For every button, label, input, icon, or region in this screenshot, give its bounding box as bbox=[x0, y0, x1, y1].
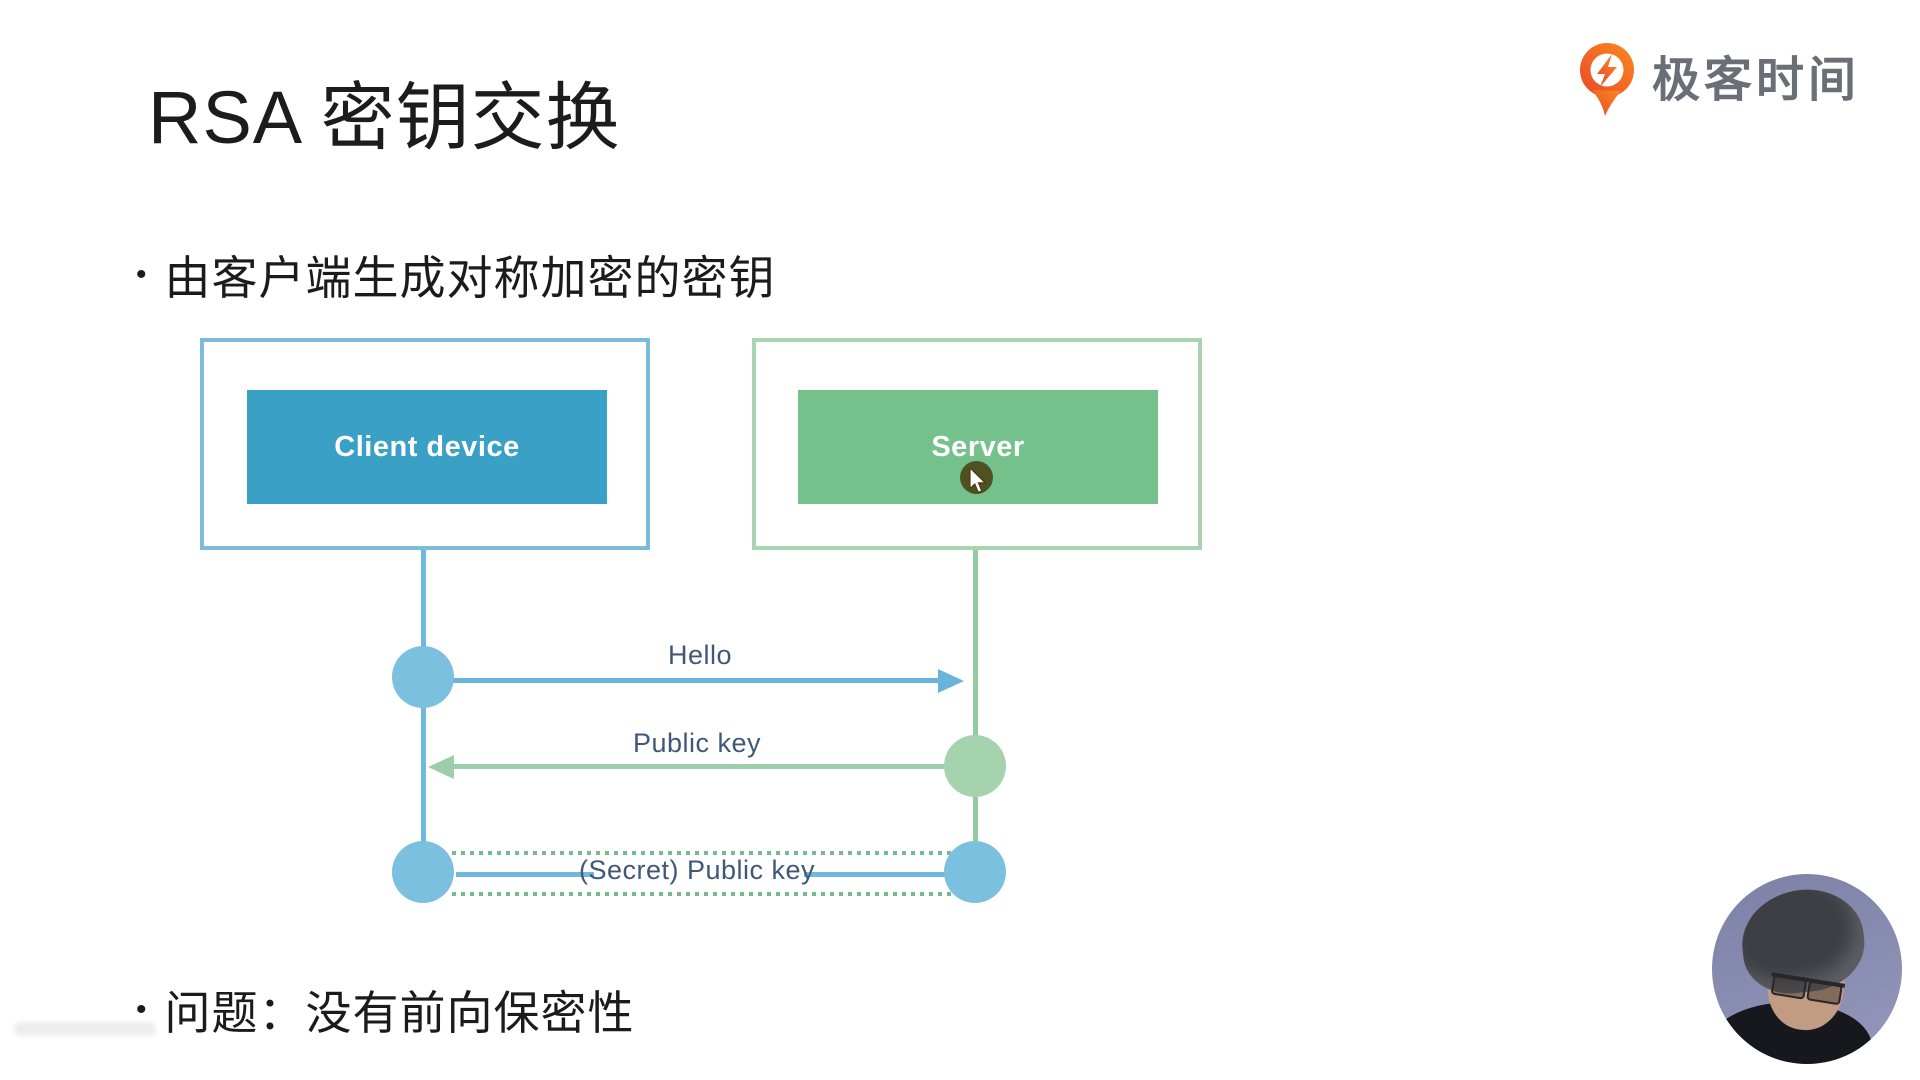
brand-logo: 极客时间 bbox=[1578, 42, 1860, 120]
client-box: Client device bbox=[247, 390, 607, 504]
hello-label: Hello bbox=[667, 640, 733, 670]
public-key-arrow-line bbox=[452, 764, 944, 769]
brand-logo-text: 极客时间 bbox=[1652, 54, 1861, 107]
secret-line-left bbox=[456, 872, 594, 877]
ghost-artifact bbox=[14, 1022, 156, 1036]
geektime-logo-icon bbox=[1580, 43, 1634, 116]
hello-arrow-line bbox=[430, 678, 940, 683]
bullet-marker: • bbox=[136, 258, 147, 291]
secret-line-right bbox=[804, 872, 952, 877]
webcam-overlay bbox=[1712, 874, 1902, 1064]
server-lifeline bbox=[973, 550, 978, 874]
bullet-text: 由客户端生成对称加密的密钥 bbox=[164, 252, 776, 304]
bullet-item: • 问题：没有前向保密性 bbox=[136, 977, 635, 1043]
secret-dotted-line-bottom bbox=[452, 892, 954, 896]
server-node-secret bbox=[944, 841, 1006, 903]
page-title: RSA 密钥交换 bbox=[148, 76, 621, 159]
client-node-secret bbox=[392, 841, 454, 903]
public-key-label: Public key bbox=[632, 728, 762, 758]
mouse-cursor-icon bbox=[969, 468, 987, 494]
bullet-marker: • bbox=[136, 993, 147, 1026]
secret-dotted-line-top bbox=[452, 851, 954, 855]
arrow-right-icon bbox=[938, 669, 964, 693]
server-node-public-key bbox=[944, 735, 1006, 797]
bullet-item: • 由客户端生成对称加密的密钥 bbox=[136, 242, 776, 308]
client-node-hello bbox=[392, 646, 454, 708]
bullet-text: 问题：没有前向保密性 bbox=[164, 987, 635, 1039]
arrow-left-icon bbox=[428, 755, 454, 779]
client-lifeline bbox=[421, 550, 426, 874]
secret-public-key-label: (Secret) Public key bbox=[578, 855, 816, 885]
